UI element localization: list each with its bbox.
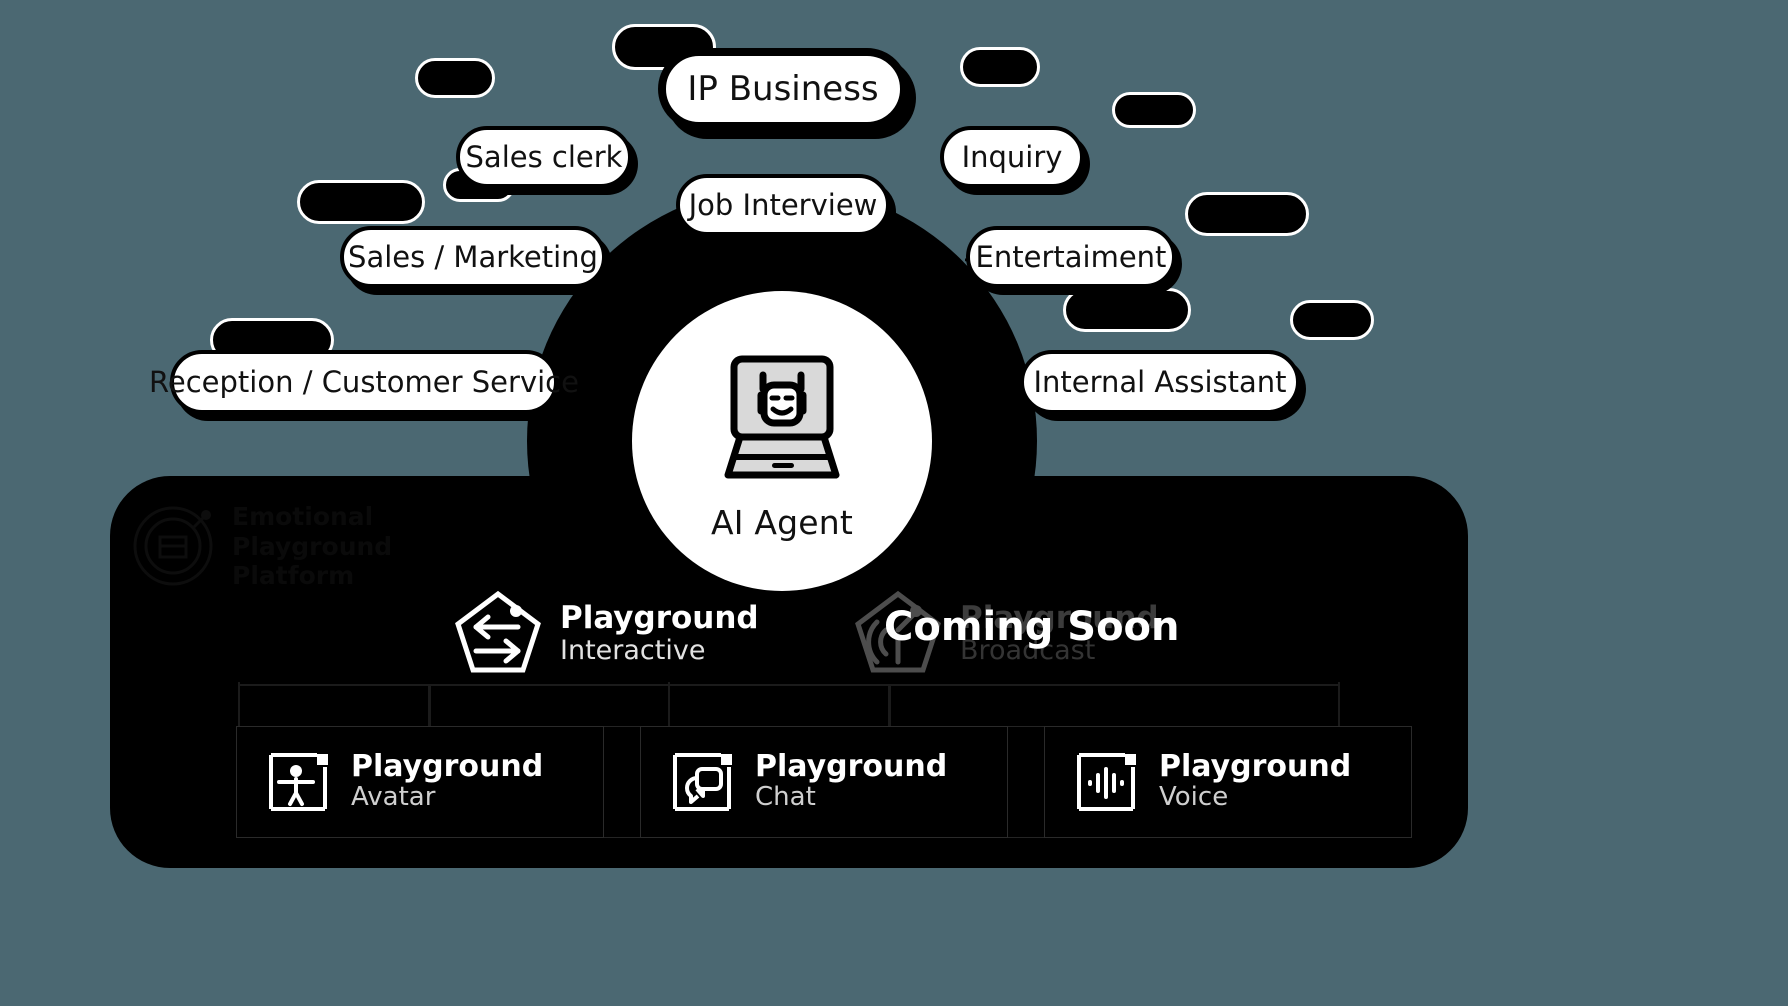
platform-logo-line1: Emotional: [232, 502, 374, 531]
tier-text: Playground Broadcast: [960, 602, 1159, 666]
product-text: Playground Chat: [755, 751, 947, 814]
platform-logo: Emotional Playground Platform: [132, 502, 432, 591]
use-case-label: Job Interview: [688, 187, 878, 222]
product-subtitle: Chat: [755, 782, 816, 813]
use-case-label: Internal Assistant: [1033, 364, 1287, 399]
product-subtitle: Voice: [1159, 782, 1229, 813]
decorative-pill-4: [1112, 92, 1196, 128]
use-case-ip-business[interactable]: IP Business: [658, 48, 908, 130]
ai-agent-label: AI Agent: [710, 502, 854, 542]
product-subtitle: Avatar: [351, 782, 436, 813]
product-playground-avatar[interactable]: Playground Avatar: [236, 726, 604, 838]
decorative-pill-5: [297, 180, 425, 224]
connector-internal-assistant: [928, 381, 1020, 384]
decorative-pill-7: [1063, 288, 1191, 332]
voice-waveform-icon: [1077, 753, 1136, 811]
ai-agent-node[interactable]: AI Agent: [632, 291, 932, 591]
use-case-label: Reception / Customer Service: [149, 364, 579, 399]
use-case-label: Sales clerk: [465, 139, 623, 174]
tree-branch-left: [238, 682, 240, 738]
product-playground-voice[interactable]: Playground Voice: [1044, 726, 1412, 838]
use-case-label: IP Business: [687, 69, 879, 109]
platform-logo-text: Emotional Playground Platform: [232, 502, 392, 591]
use-case-entertaiment[interactable]: Entertaiment: [966, 226, 1176, 288]
tree-rail: [240, 684, 1340, 686]
decorative-pill-8: [1290, 300, 1374, 340]
tier-title: Playground: [560, 600, 759, 637]
tier-playground-broadcast[interactable]: Playground Broadcast: [852, 588, 1159, 680]
use-case-label: Entertaiment: [975, 239, 1167, 274]
decorative-pill-3: [960, 47, 1040, 87]
connector-job-interview: [782, 270, 788, 274]
decorative-pill-6: [1185, 192, 1309, 236]
product-title: Playground: [1159, 748, 1352, 784]
platform-logo-line2: Playground: [232, 531, 393, 561]
tier-title: Playground: [960, 600, 1159, 637]
tier-text: Playground Interactive: [560, 602, 759, 666]
laptop-robot-icon: [724, 355, 840, 478]
product-playground-chat[interactable]: Playground Chat: [640, 726, 1008, 838]
connector-reception: [556, 381, 642, 384]
chat-bubbles-icon: [673, 753, 732, 811]
decorative-pill-2: [415, 58, 495, 98]
product-title: Playground: [755, 748, 948, 784]
use-case-label: Inquiry: [961, 139, 1063, 174]
product-title: Playground: [351, 748, 544, 784]
tree-trunk-right: [888, 684, 891, 736]
tier-playground-interactive[interactable]: Playground Interactive: [452, 588, 759, 680]
pentagon-exchange-arrows-icon: [455, 590, 541, 673]
use-case-internal-assistant[interactable]: Internal Assistant: [1020, 350, 1300, 414]
use-case-reception-customer-service[interactable]: Reception / Customer Service: [149, 350, 579, 414]
use-case-inquiry[interactable]: Inquiry: [940, 126, 1084, 188]
tree-branch-right: [1338, 682, 1340, 738]
avatar-person-icon: [269, 753, 328, 811]
use-case-job-interview[interactable]: Job Interview: [676, 174, 890, 236]
coming-soon-badge: Coming Soon: [884, 604, 1180, 650]
use-case-label: Sales / Marketing: [348, 239, 598, 274]
platform-logo-line3: Platform: [232, 561, 355, 590]
tree-trunk-left: [428, 684, 431, 736]
tree-branch-mid: [668, 682, 670, 738]
product-text: Playground Avatar: [351, 751, 543, 814]
tier-subtitle: Interactive: [560, 634, 706, 666]
use-case-sales-clerk[interactable]: Sales clerk: [456, 126, 632, 188]
use-case-sales-marketing[interactable]: Sales / Marketing: [340, 226, 606, 288]
pentagon-broadcast-signal-icon: [855, 590, 941, 673]
tier-subtitle: Broadcast: [960, 634, 1096, 666]
product-text: Playground Voice: [1159, 751, 1351, 814]
emotional-playground-platform-logo-icon: [133, 506, 213, 586]
